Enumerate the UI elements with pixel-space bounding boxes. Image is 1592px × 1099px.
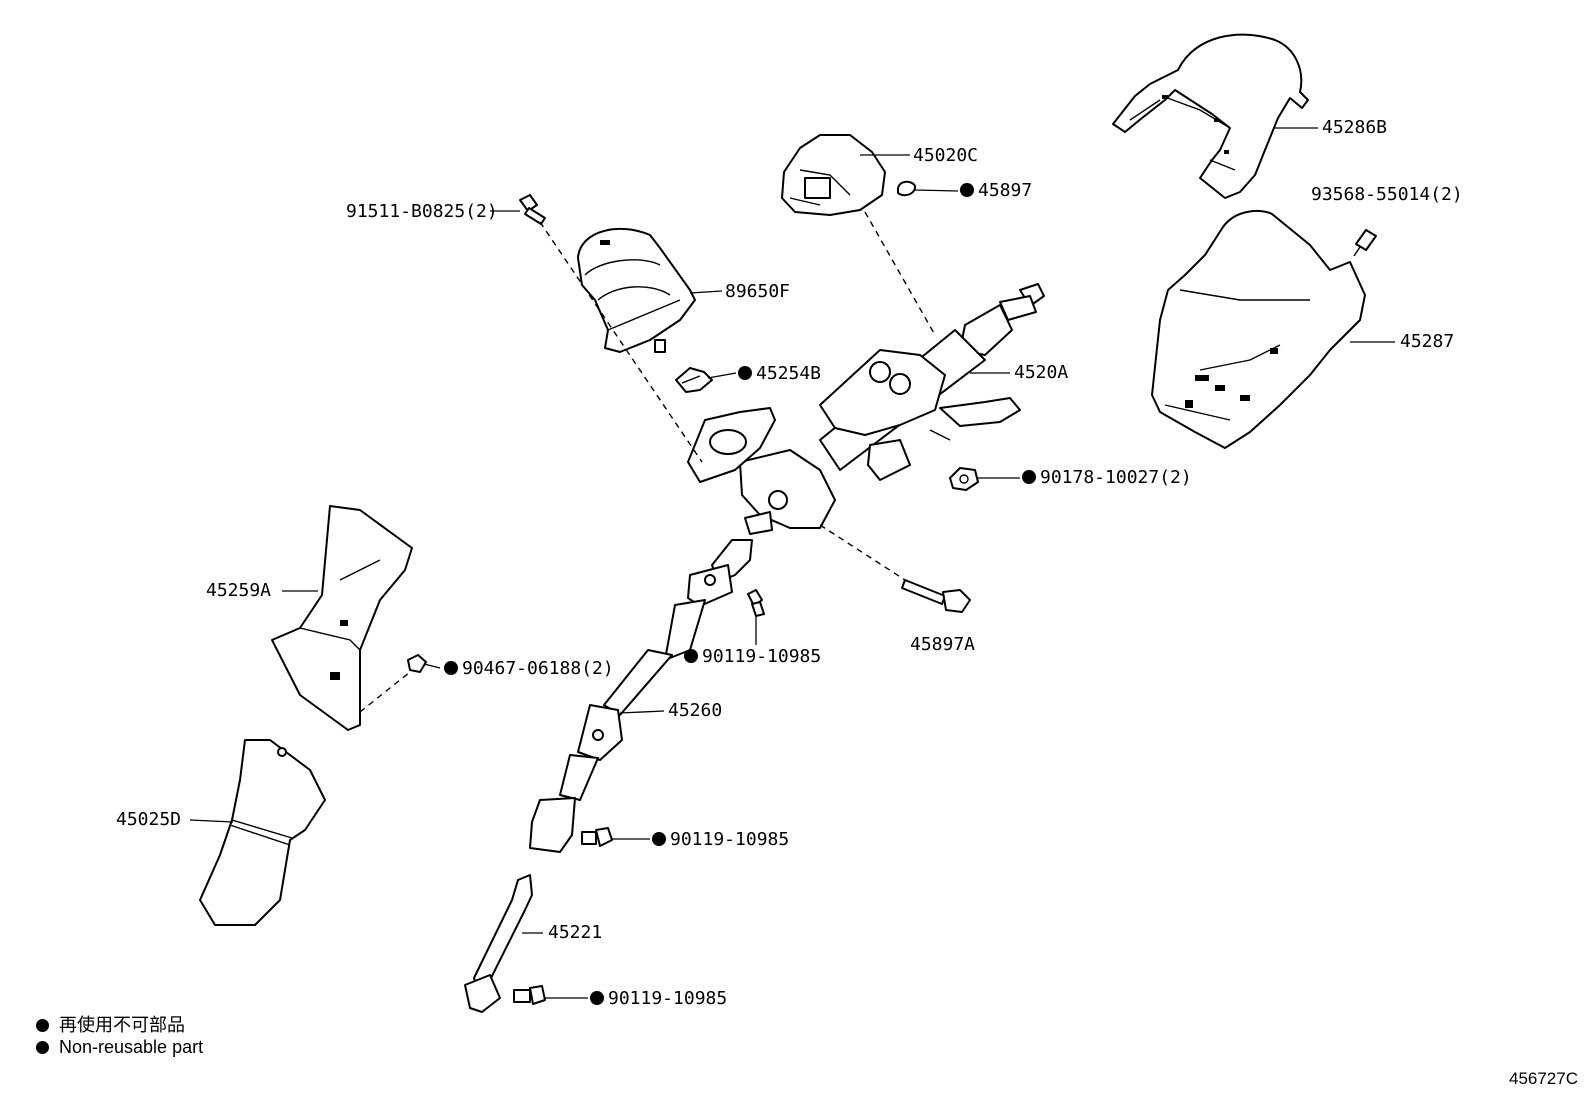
lock-housing <box>781 134 886 216</box>
label-45254B-text: 45254B <box>756 363 822 384</box>
legend-text-japanese: 再使用不可部品 <box>59 1015 185 1035</box>
label-45259A: 45259A <box>206 580 272 601</box>
non-reusable-marker <box>684 649 698 663</box>
bolt-45897A <box>901 579 971 613</box>
label-89650F: 89650F <box>725 281 791 302</box>
label-90119-middle-text: 90119-10985 <box>670 829 790 850</box>
legend-dot-icon <box>36 1041 49 1054</box>
label-45020C: 45020C <box>913 145 979 166</box>
label-90178-10027: 90178-10027(2) <box>1022 469 1192 487</box>
label-45025D: 45025D <box>116 809 182 830</box>
bolt-90119-middle <box>581 827 613 847</box>
label-90119-lower: 90119-10985 <box>590 990 727 1008</box>
mount-plate <box>687 407 776 483</box>
steering-column-assembly <box>739 283 1045 535</box>
label-45897-text: 45897 <box>978 180 1033 201</box>
label-4520A: 4520A <box>1014 362 1069 383</box>
label-90467-text: 90467-06188(2) <box>462 658 614 679</box>
label-45897: 45897 <box>960 182 1032 200</box>
intermediate-shaft <box>529 539 753 853</box>
label-90119-upper: 90119-10985 <box>684 648 821 666</box>
steering-shaft-45221 <box>464 874 533 1013</box>
lower-column-cover <box>1151 209 1366 449</box>
cap-45897 <box>897 180 917 197</box>
non-reusable-marker <box>590 991 604 1005</box>
column-hole-cover <box>271 505 413 731</box>
nut-90178 <box>949 467 979 491</box>
label-45260: 45260 <box>668 700 723 721</box>
label-45286B: 45286B <box>1322 117 1388 138</box>
non-reusable-marker <box>444 661 458 675</box>
clip-90467 <box>407 654 427 673</box>
label-90119-middle: 90119-10985 <box>652 831 789 849</box>
clip-45254B <box>675 367 713 393</box>
non-reusable-marker <box>738 366 752 380</box>
label-45254B: 45254B <box>738 365 821 383</box>
legend-line-japanese: 再使用不可部品 <box>36 1011 185 1037</box>
bolt-90119-lower <box>513 985 546 1005</box>
label-90119-lower-text: 90119-10985 <box>608 988 728 1009</box>
label-91511-B0825: 91511-B0825(2) <box>346 201 498 222</box>
label-45287: 45287 <box>1400 331 1455 352</box>
legend-line-english: Non-reusable part <box>36 1037 203 1058</box>
non-reusable-marker <box>960 183 974 197</box>
non-reusable-marker <box>652 832 666 846</box>
eps-motor <box>577 228 696 353</box>
bolt-90119-upper <box>747 589 765 617</box>
label-45221: 45221 <box>548 922 603 943</box>
column-boot <box>199 739 326 926</box>
label-90119-upper-text: 90119-10985 <box>702 646 822 667</box>
non-reusable-marker <box>1022 470 1036 484</box>
cover-screw <box>1353 229 1377 257</box>
legend-text-english: Non-reusable part <box>59 1037 204 1057</box>
figure-id: 456727C <box>1508 1069 1578 1088</box>
label-45897A: 45897A <box>910 634 976 655</box>
label-90178-text: 90178-10027(2) <box>1040 467 1192 488</box>
legend-dot-icon <box>36 1019 49 1032</box>
upper-column-cover <box>1112 33 1309 199</box>
label-90467-06188: 90467-06188(2) <box>444 660 614 678</box>
bolt-91511 <box>519 194 546 225</box>
label-93568-55014: 93568-55014(2) <box>1311 184 1463 205</box>
